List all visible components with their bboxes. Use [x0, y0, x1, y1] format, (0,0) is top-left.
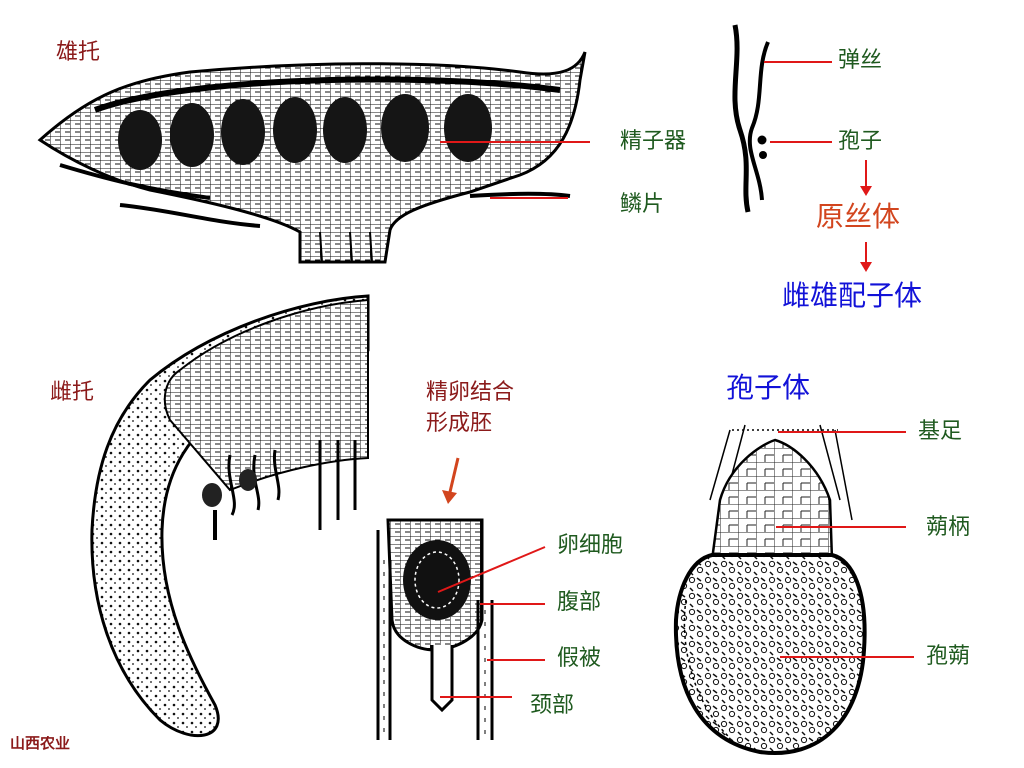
label-fertilization: 精卵结合 形成胚 — [426, 380, 515, 436]
arrow-spore-to-protonema — [860, 160, 872, 196]
label-spore: 孢子 — [838, 129, 883, 154]
label-gametophyte: 雌雄配子体 — [782, 279, 923, 312]
pointer-lines — [437, 61, 914, 698]
label-antheridium: 精子器 — [620, 129, 687, 154]
archegoniophore-drawing — [90, 294, 370, 737]
label-foot: 基足 — [918, 419, 963, 444]
elater-drawing — [732, 24, 770, 213]
archegonium-drawing — [376, 518, 494, 740]
label-egg-cell: 卵细胞 — [557, 533, 624, 558]
arrow-protonema-to-gametophyte — [860, 242, 872, 272]
label-antheridiophore: 雄托 — [56, 40, 101, 65]
label-venter: 腹部 — [557, 590, 602, 615]
antheridiophore-drawing — [37, 51, 587, 264]
label-archegoniophore: 雌托 — [50, 380, 95, 405]
label-sporophyte: 孢子体 — [726, 371, 811, 404]
label-neck: 颈部 — [530, 693, 575, 718]
label-seta: 蒴柄 — [926, 515, 971, 540]
sporophyte-drawing — [673, 424, 867, 755]
label-scale: 鳞片 — [620, 192, 665, 217]
spore-dot — [759, 151, 767, 159]
label-pseudoperianth: 假被 — [557, 646, 602, 671]
label-protonema: 原丝体 — [816, 200, 901, 233]
label-elater: 弹丝 — [838, 48, 883, 73]
spore-dot — [757, 135, 767, 145]
label-capsule: 孢蒴 — [926, 644, 971, 669]
arrow-fertilization — [442, 457, 460, 504]
watermark-text: 山西农业 — [10, 736, 71, 751]
